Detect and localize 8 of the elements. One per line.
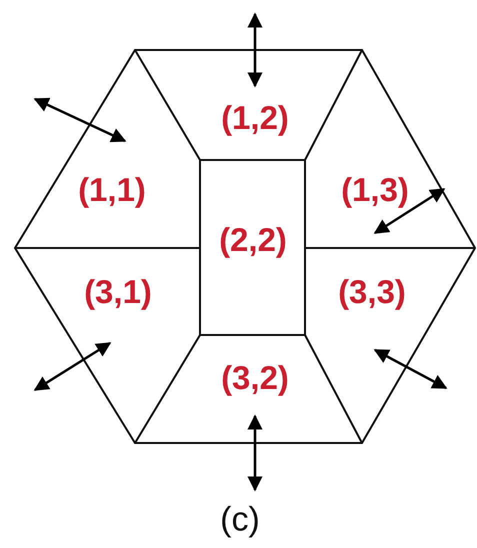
cell-label: (3,2) — [221, 359, 289, 397]
cell-label: (1,2) — [221, 99, 289, 137]
caption: (c) — [220, 500, 260, 540]
cell-label: (2,2) — [219, 221, 287, 259]
cell-label: (3,3) — [338, 273, 406, 311]
cell-label: (1,3) — [341, 171, 409, 209]
cell-label: (1,1) — [78, 171, 146, 209]
cell-label: (3,1) — [84, 273, 152, 311]
